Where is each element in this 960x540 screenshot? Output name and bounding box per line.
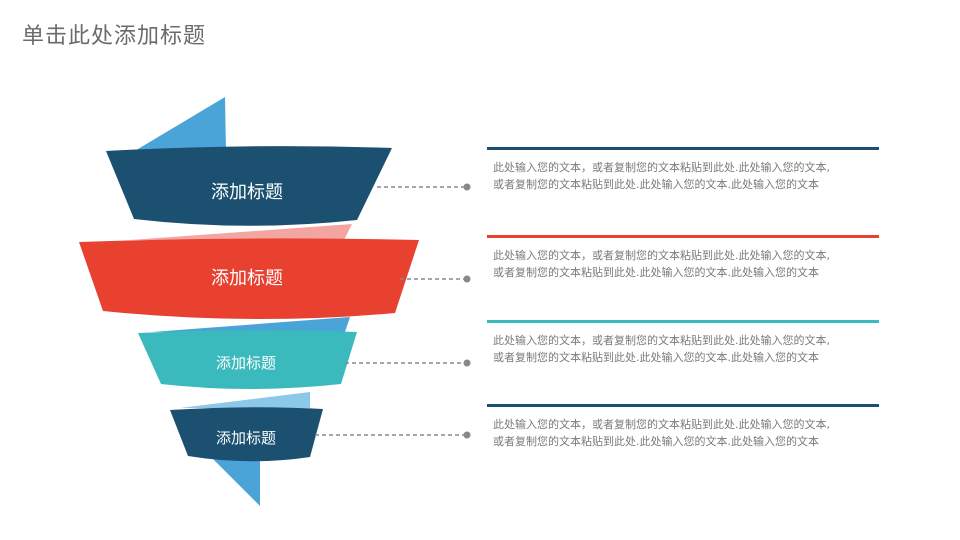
desc-2-line-2: 或者复制您的文本粘贴到此处.此处输入您的文本.此处输入您的文本 [493,266,819,279]
ribbon-light-low [180,392,310,408]
ribbon-pink [130,224,352,240]
desc-text-1: 此处输入您的文本，或者复制您的文本粘贴到此处.此处输入您的文本, 或者复制您的文… [493,159,879,193]
funnel-level-2-label: 添加标题 [211,268,283,289]
desc-block-3: 此处输入您的文本，或者复制您的文本粘贴到此处.此处输入您的文本, 或者复制您的文… [487,320,879,366]
funnel-level-2[interactable] [79,238,419,320]
funnel-level-4[interactable] [170,407,323,462]
desc-1-line-2: 或者复制您的文本粘贴到此处.此处输入您的文本.此处输入您的文本 [493,178,819,191]
desc-block-2: 此处输入您的文本，或者复制您的文本粘贴到此处.此处输入您的文本, 或者复制您的文… [487,235,879,281]
connector-dot-3 [463,359,471,367]
funnel-level-1-label: 添加标题 [211,182,283,203]
connector-dot-1 [463,183,471,191]
connector-dot-2 [463,275,471,283]
funnel-level-4-label: 添加标题 [216,429,276,447]
desc-4-line-2: 或者复制您的文本粘贴到此处.此处输入您的文本.此处输入您的文本 [493,435,819,448]
desc-text-3: 此处输入您的文本，或者复制您的文本粘贴到此处.此处输入您的文本, 或者复制您的文… [493,332,879,366]
desc-2-line-1: 此处输入您的文本，或者复制您的文本粘贴到此处.此处输入您的文本, [493,249,830,262]
desc-line-1 [487,147,879,150]
desc-line-4 [487,404,879,407]
desc-line-2 [487,235,879,238]
funnel-level-3[interactable] [138,330,357,389]
slide-title: 单击此处添加标题 [22,24,207,49]
ribbon-blue-mid [152,317,350,332]
desc-4-line-1: 此处输入您的文本，或者复制您的文本粘贴到此处.此处输入您的文本, [493,418,830,431]
funnel-level-3-label: 添加标题 [216,354,276,372]
desc-block-4: 此处输入您的文本，或者复制您的文本粘贴到此处.此处输入您的文本, 或者复制您的文… [487,404,879,450]
desc-block-1: 此处输入您的文本，或者复制您的文本粘贴到此处.此处输入您的文本, 或者复制您的文… [487,147,879,193]
connector-dot-4 [463,431,471,439]
desc-line-3 [487,320,879,323]
desc-text-4: 此处输入您的文本，或者复制您的文本粘贴到此处.此处输入您的文本, 或者复制您的文… [493,416,879,450]
desc-3-line-2: 或者复制您的文本粘贴到此处.此处输入您的文本.此处输入您的文本 [493,351,819,364]
funnel-level-1[interactable] [106,146,392,226]
desc-text-2: 此处输入您的文本，或者复制您的文本粘贴到此处.此处输入您的文本, 或者复制您的文… [493,247,879,281]
desc-1-line-1: 此处输入您的文本，或者复制您的文本粘贴到此处.此处输入您的文本, [493,161,830,174]
ribbon-top [133,97,226,152]
desc-3-line-1: 此处输入您的文本，或者复制您的文本粘贴到此处.此处输入您的文本, [493,334,830,347]
ribbon-bottom [210,456,260,506]
